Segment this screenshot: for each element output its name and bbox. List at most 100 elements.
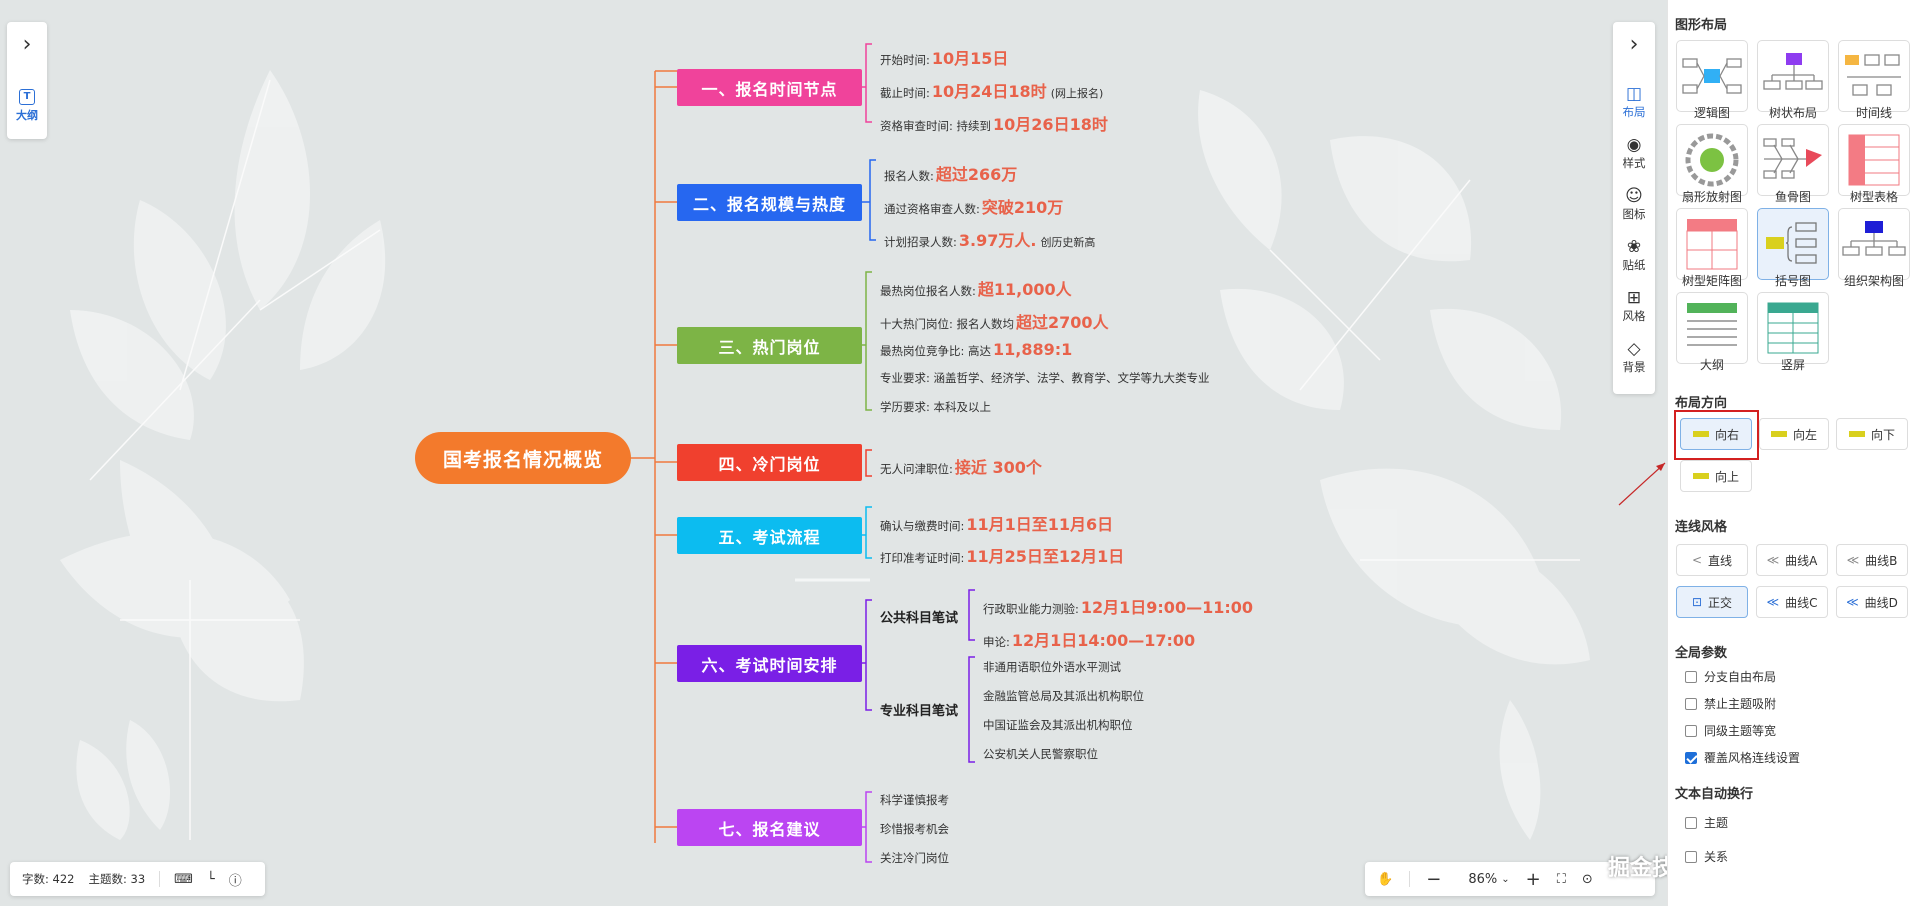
checkbox-free-layout[interactable]: 分支自由布局 — [1685, 668, 1776, 685]
checkbox-label: 关系 — [1704, 850, 1729, 864]
section-title-wrap: 文本自动换行 — [1675, 787, 1754, 802]
line-straight-button[interactable]: <直线 — [1676, 544, 1748, 576]
branch-topic-3[interactable]: 三、热门岗位 — [677, 327, 862, 364]
hand-icon[interactable]: ✋ — [1377, 871, 1394, 887]
leaf-topic[interactable]: 开始时间:10月15日 — [880, 49, 1009, 68]
leaf-topic[interactable]: 计划招录人数:3.97万人.创历史新高 — [884, 231, 1096, 250]
line-curve-b-button[interactable]: ≪曲线B — [1836, 544, 1908, 576]
checkbox-wrap-relation[interactable]: 关系 — [1685, 848, 1728, 865]
line-curve-d-button[interactable]: ≪曲线D — [1836, 586, 1908, 618]
direction-right-button[interactable]: 向右 — [1680, 418, 1752, 450]
layout-outline[interactable] — [1676, 292, 1748, 364]
line-orthogonal-button[interactable]: ⊡正交 — [1676, 586, 1748, 618]
leaf-topic[interactable]: 十大热门岗位: 报名人数均超过2700人 — [880, 313, 1109, 332]
zoom-out-button[interactable]: − — [1426, 868, 1442, 890]
leaf-topic[interactable]: 通过资格审查人数:突破210万 — [884, 198, 1064, 217]
layout-bracket[interactable] — [1757, 208, 1829, 280]
chevron-right-icon[interactable]: › — [1629, 32, 1639, 57]
layout-tree-matrix[interactable] — [1676, 208, 1748, 280]
leaf-topic[interactable]: 金融监管总局及其派出机构职位 — [983, 689, 1144, 703]
layout-fishbone[interactable] — [1757, 124, 1829, 196]
branch-topic-7[interactable]: 七、报名建议 — [677, 809, 862, 846]
line-label: 曲线C — [1785, 595, 1818, 610]
checkbox-label: 同级主题等宽 — [1704, 724, 1777, 738]
leaf-topic[interactable]: 打印准考证时间:11月25日至12月1日 — [880, 547, 1125, 566]
layout-timeline[interactable] — [1838, 40, 1910, 112]
checkbox[interactable] — [1685, 850, 1697, 863]
target-icon[interactable]: ⊙ — [1581, 871, 1593, 887]
toolbar-background[interactable]: ◇背景 — [1613, 339, 1655, 375]
toolbar-label: 风格 — [1622, 309, 1646, 323]
branch-topic-6[interactable]: 六、考试时间安排 — [677, 645, 862, 682]
zoom-level-select[interactable]: 86% — [1468, 871, 1498, 887]
direction-left-button[interactable]: 向左 — [1759, 418, 1829, 450]
layout-tree-table[interactable] — [1838, 124, 1910, 196]
direction-up-button[interactable]: 向上 — [1680, 460, 1752, 492]
direction-label: 向左 — [1792, 427, 1817, 442]
line-label: 曲线B — [1865, 553, 1898, 568]
direction-right-icon — [1692, 431, 1709, 437]
checkbox-checked[interactable] — [1685, 751, 1697, 764]
branch-topic-4[interactable]: 四、冷门岗位 — [677, 444, 862, 481]
checkbox[interactable] — [1685, 670, 1697, 683]
root-topic[interactable]: 国考报名情况概览 — [415, 432, 631, 484]
toolbar-icon[interactable]: ☺图标 — [1613, 186, 1655, 222]
layout-label: 组织架构图 — [1843, 274, 1904, 288]
line-curve-a-button[interactable]: ≪曲线A — [1756, 544, 1828, 576]
layout-org-chart[interactable] — [1838, 208, 1910, 280]
section-title-layout: 图形布局 — [1675, 18, 1728, 33]
keyboard-icon[interactable]: ⌨ — [174, 871, 193, 887]
layout-portrait[interactable] — [1757, 292, 1829, 364]
leaf-topic[interactable]: 确认与缴费时间:11月1日至11月6日 — [880, 515, 1114, 534]
checkbox-wrap-topic[interactable]: 主题 — [1685, 814, 1728, 831]
line-curve-c-button[interactable]: ≪曲线C — [1756, 586, 1828, 618]
leaf-topic[interactable]: 学历要求: 本科及以上 — [880, 400, 992, 414]
mindmap-canvas[interactable]: 国考报名情况概览 一、报名时间节点 二、报名规模与热度 三、热门岗位 四、冷门岗… — [0, 0, 1667, 906]
leaf-topic[interactable]: 专业要求: 涵盖哲学、经济学、法学、教育学、文学等九大类专业 — [880, 371, 1210, 385]
checkbox-equal-width[interactable]: 同级主题等宽 — [1685, 722, 1776, 739]
leaf-topic[interactable]: 关注冷门岗位 — [880, 851, 949, 865]
leaf-topic[interactable]: 珍惜报考机会 — [880, 822, 949, 836]
checkbox[interactable] — [1685, 697, 1697, 710]
branch-topic-2[interactable]: 二、报名规模与热度 — [677, 184, 862, 221]
checkbox[interactable] — [1685, 724, 1697, 737]
leaf-topic[interactable]: 截止时间:10月24日18时(网上报名) — [880, 82, 1104, 101]
chevron-down-icon[interactable]: ⌄ — [1501, 873, 1510, 885]
format-panel: 图形布局 逻辑图 树状布局 时间线 扇形放射图 鱼骨图 树型表格 树型矩阵图 括… — [1667, 0, 1917, 906]
leaf-topic[interactable]: 申论:12月1日14:00—17:00 — [983, 631, 1196, 650]
leaf-topic[interactable]: 中国证监会及其派出机构职位 — [983, 718, 1133, 732]
toolbar-label: 贴纸 — [1622, 258, 1646, 272]
branch-topic-1[interactable]: 一、报名时间节点 — [677, 69, 862, 106]
direction-down-button[interactable]: 向下 — [1836, 418, 1908, 450]
fit-screen-icon[interactable]: ⛶ — [1556, 871, 1566, 887]
checkbox-override-line[interactable]: 覆盖风格连线设置 — [1685, 749, 1800, 766]
outline-button[interactable]: T 大纲 — [7, 84, 47, 123]
format-icon[interactable]: └ — [206, 871, 215, 887]
background-leaves-left — [60, 70, 386, 840]
checkbox-disable-snap[interactable]: 禁止主题吸附 — [1685, 695, 1776, 712]
watermark: 掘金技术社区 @ 图形天下 — [1608, 856, 1667, 881]
leaf-topic[interactable]: 最热岗位报名人数:超11,000人 — [880, 280, 1072, 299]
leaf-topic[interactable]: 公安机关人民警察职位 — [983, 747, 1098, 761]
toolbar-theme[interactable]: ⊞风格 — [1613, 288, 1655, 324]
zoom-in-button[interactable]: + — [1525, 868, 1541, 890]
toolbar-sticker[interactable]: ❀贴纸 — [1613, 237, 1655, 273]
info-icon[interactable]: ⓘ — [228, 873, 242, 889]
toolbar-style[interactable]: ◉样式 — [1613, 135, 1655, 171]
leaf-topic[interactable]: 行政职业能力测验:12月1日9:00—11:00 — [983, 598, 1254, 617]
subtopic-public-exam[interactable]: 公共科目笔试 — [880, 611, 959, 626]
branch-topic-5[interactable]: 五、考试流程 — [677, 517, 862, 554]
leaf-topic[interactable]: 非通用语职位外语水平测试 — [983, 660, 1121, 674]
leaf-topic[interactable]: 报名人数:超过266万 — [884, 165, 1018, 184]
leaf-topic[interactable]: 无人问津职位:接近 300个 — [880, 458, 1042, 477]
layout-logic[interactable] — [1676, 40, 1748, 112]
checkbox[interactable] — [1685, 816, 1697, 829]
chevron-right-icon[interactable]: › — [22, 32, 32, 57]
toolbar-layout[interactable]: ◫布局 — [1613, 84, 1655, 120]
subtopic-professional-exam[interactable]: 专业科目笔试 — [880, 704, 959, 719]
layout-radial[interactable] — [1676, 124, 1748, 196]
leaf-topic[interactable]: 科学谨慎报考 — [880, 793, 949, 807]
layout-tree[interactable] — [1757, 40, 1829, 112]
